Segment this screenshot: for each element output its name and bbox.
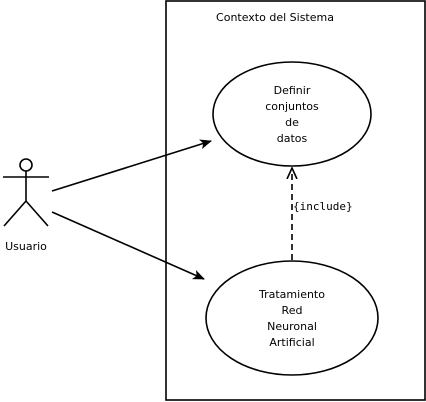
use-case-tratamiento-red-neuronal-artificial[interactable]: Tratamiento Red Neuronal Artificial [205, 260, 379, 376]
actor-usuario[interactable]: Usuario [3, 158, 49, 253]
association-arrow-definir[interactable] [51, 139, 212, 192]
include-label: {include} [293, 200, 353, 213]
use-case-label-line: conjuntos [265, 100, 319, 113]
use-case-label-line: Artificial [269, 336, 314, 349]
use-case-label-line: Definir [274, 84, 311, 97]
system-title: Contexto del Sistema [216, 11, 334, 24]
system-boundary[interactable]: Contexto del Sistema [165, 0, 426, 401]
actor-label: Usuario [5, 240, 47, 253]
use-case-label-line: Tratamiento [258, 288, 325, 301]
use-case-label-line: datos [277, 132, 308, 145]
use-case-label-line: Neuronal [267, 320, 317, 333]
use-case-label-line: de [285, 116, 299, 129]
use-case-definir-conjuntos-de-datos[interactable]: Definir conjuntos de datos [212, 61, 372, 167]
stick-figure-icon [3, 158, 49, 227]
use-case-label-line: Red [282, 304, 303, 317]
association-arrow-tratamiento[interactable] [51, 211, 205, 280]
